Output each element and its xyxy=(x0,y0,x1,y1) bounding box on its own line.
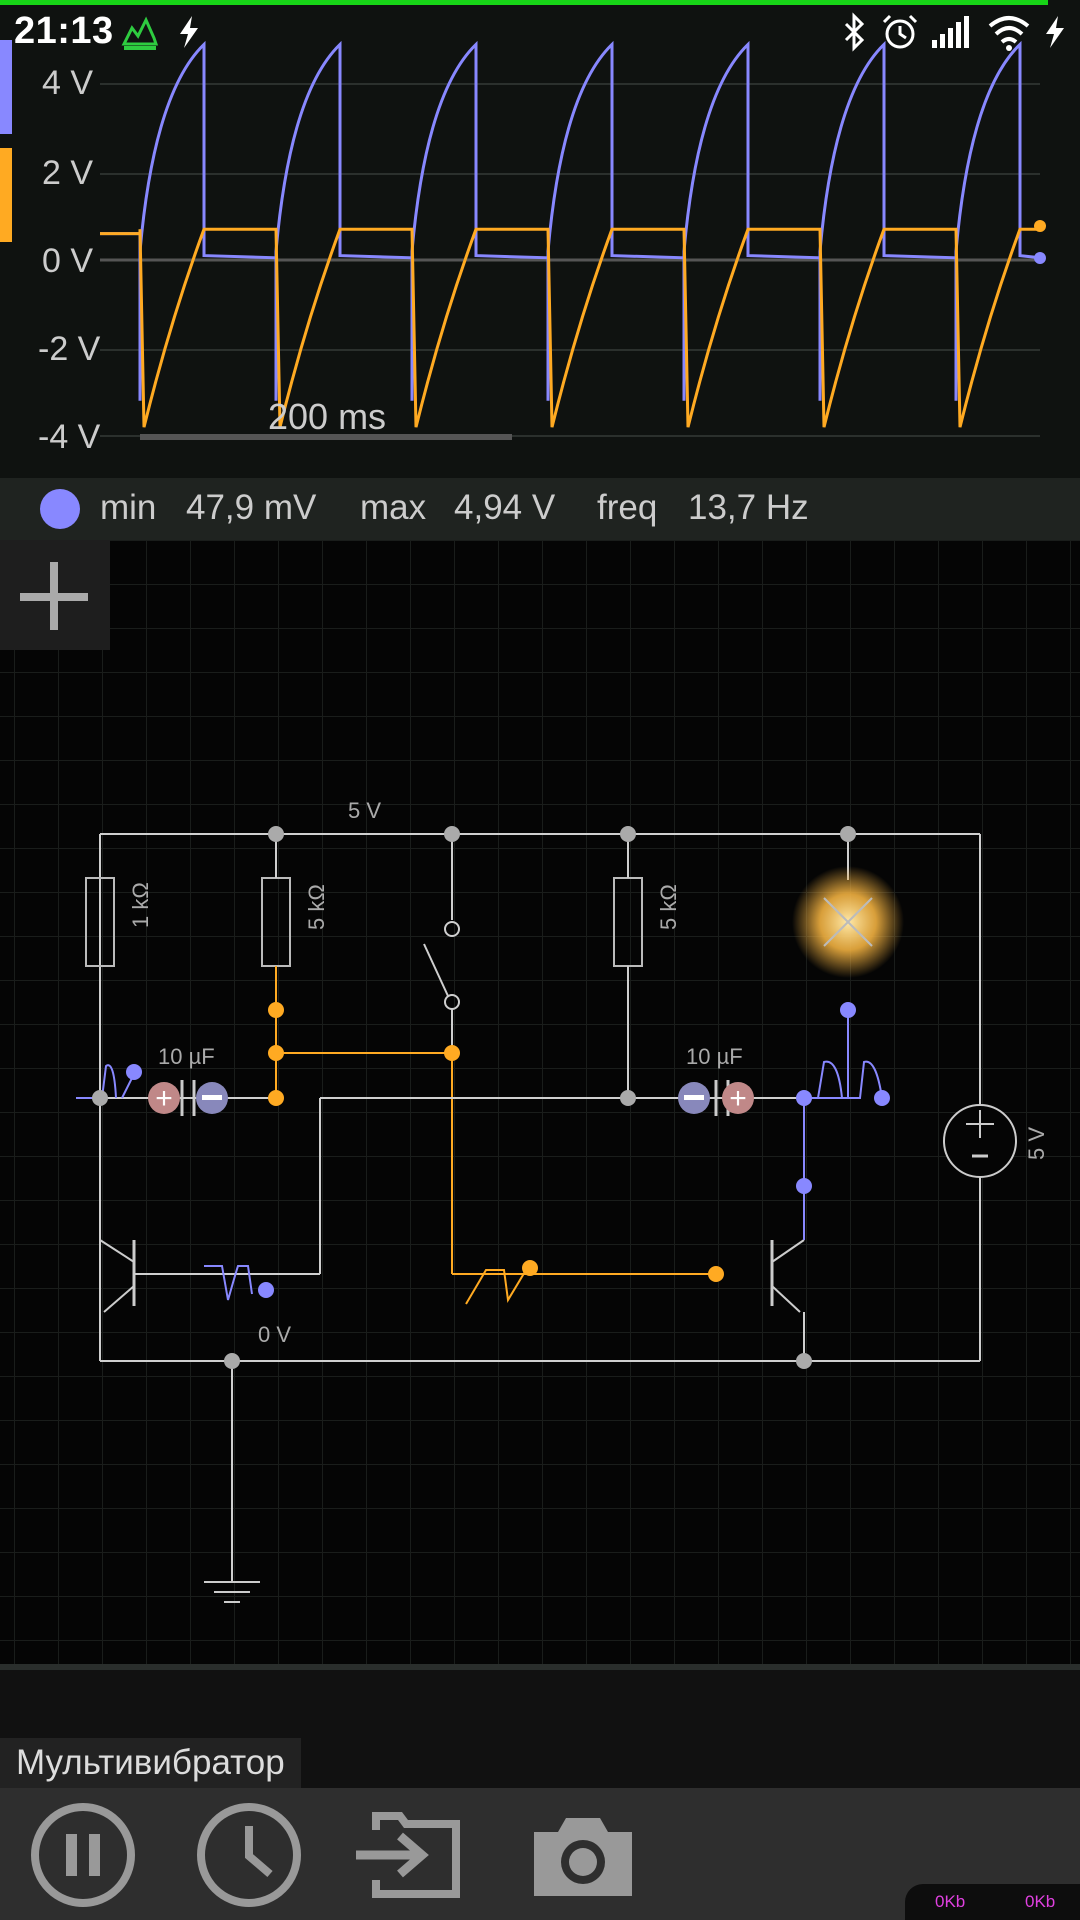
svg-text:+: + xyxy=(729,1082,747,1115)
svg-text:+: + xyxy=(155,1082,173,1115)
channel-color-dot xyxy=(40,489,80,529)
add-component-button[interactable] xyxy=(0,540,110,650)
r2-label: 5 kΩ xyxy=(304,884,329,930)
max-value: 4,94 V xyxy=(454,488,556,527)
r3-label: 5 kΩ xyxy=(656,884,681,930)
charging-icon xyxy=(1042,14,1068,50)
ground-voltage-label: 0 V xyxy=(258,1322,292,1347)
y-label-neg2v: -2 V xyxy=(38,330,101,368)
status-time: 21:13 xyxy=(14,10,114,52)
bluetooth-icon xyxy=(840,12,870,52)
freq-value: 13,7 Hz xyxy=(688,488,809,527)
progress-line xyxy=(0,0,1048,5)
y-label-0v: 0 V xyxy=(42,242,94,280)
y-label-2v: 2 V xyxy=(42,154,94,192)
max-label: max xyxy=(360,488,427,527)
clock-icon[interactable] xyxy=(194,1800,304,1910)
c2-label: 10 µF xyxy=(686,1044,743,1069)
import-icon[interactable] xyxy=(356,1800,466,1910)
wifi-icon xyxy=(986,12,1032,52)
c1-label: 10 µF xyxy=(158,1044,215,1069)
flash-icon xyxy=(176,14,202,50)
oscilloscope-graph xyxy=(100,40,1046,437)
oscilloscope-panel[interactable]: 4 V 2 V 0 V -2 V -4 V 200 ms xyxy=(0,0,1080,478)
alarm-icon xyxy=(880,12,920,52)
y-label-4v: 4 V xyxy=(42,64,94,102)
supply-voltage-label: 5 V xyxy=(348,798,382,823)
signal-icon xyxy=(930,14,974,50)
min-label: min xyxy=(100,488,157,527)
measurement-bar[interactable]: min 47,9 mV max 4,94 V freq 13,7 Hz xyxy=(0,478,1080,540)
bottom-toolbar xyxy=(0,1788,1080,1920)
upload-speed: 0Kb xyxy=(935,1892,966,1911)
download-speed: 0Kb xyxy=(1025,1892,1056,1911)
battery-symbol xyxy=(943,1104,1017,1178)
circuit-canvas[interactable]: + + xyxy=(0,540,1080,1666)
app-logo-icon xyxy=(120,14,160,52)
camera-icon[interactable] xyxy=(528,1800,638,1910)
r1-label: 1 kΩ xyxy=(128,882,153,928)
network-speed-indicator: 0Kb 0Kb xyxy=(905,1884,1080,1920)
freq-label: freq xyxy=(597,488,658,527)
circuit-diagram: + + xyxy=(0,540,1080,1666)
time-scale-label: 200 ms xyxy=(268,396,387,437)
trace-channel-a xyxy=(100,40,1041,401)
y-label-neg4v: -4 V xyxy=(38,418,101,456)
min-value: 47,9 mV xyxy=(186,488,317,527)
trace-channel-b xyxy=(100,227,1040,428)
channel-a-indicator[interactable] xyxy=(0,40,12,134)
separator xyxy=(0,1664,1080,1670)
channel-b-indicator[interactable] xyxy=(0,148,12,242)
trace-b-marker xyxy=(1034,220,1046,232)
resistor-r1 xyxy=(85,877,115,967)
time-scale-bar xyxy=(140,434,512,440)
trace-a-marker xyxy=(1034,252,1046,264)
battery-label: 5 V xyxy=(1024,1126,1049,1160)
pause-icon[interactable] xyxy=(28,1800,138,1910)
project-name[interactable]: Мультивибратор xyxy=(0,1738,301,1788)
